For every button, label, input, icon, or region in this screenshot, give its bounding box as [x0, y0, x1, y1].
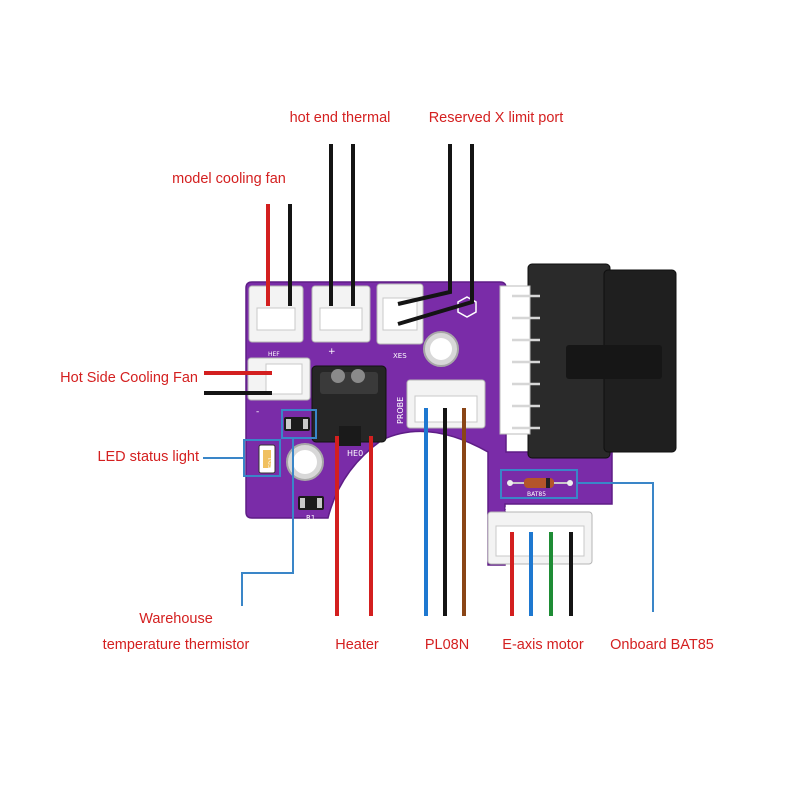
pin-label-agnd: AGND [504, 354, 519, 360]
label-reserved-x-limit-port: Reserved X limit port [428, 110, 564, 126]
pin-label-24v: 24V [507, 310, 517, 316]
bat85-callout [500, 469, 654, 612]
hot-side-fan-wires [204, 371, 272, 395]
bat85-diode [507, 478, 573, 488]
r1-component [298, 496, 324, 510]
thermistor-component [284, 417, 310, 431]
pin-label-s2a: S2A [543, 507, 553, 513]
silk-he0: HE0 [347, 449, 363, 458]
label-pl08n: PL08N [424, 637, 470, 653]
silk-minus: - [256, 407, 259, 417]
pin-label-th0: TH0 [506, 376, 517, 382]
silk-hef: HEF [268, 351, 280, 358]
mounting-hole-top [423, 331, 459, 367]
pin-label-gnd: GND [507, 398, 519, 404]
hotend-thermal-connector [311, 285, 371, 343]
label-model-cooling-fan: model cooling fan [172, 171, 286, 187]
silk-xes: XES [393, 352, 407, 360]
x-limit-wires [397, 144, 474, 326]
mounting-hole-bottom [286, 443, 324, 481]
label-onboard-bat85: Onboard BAT85 [610, 637, 714, 653]
hot-side-fan-connector [247, 357, 311, 401]
x-limit-connector [376, 283, 424, 345]
main-pin-labels: 24V PC7 AGND TH0 GND XES [504, 310, 519, 426]
e-motor-connector [487, 511, 593, 565]
led-callout [203, 439, 281, 477]
silk-probe: PROBE [396, 397, 405, 424]
label-led-status-light: LED status light [97, 449, 199, 465]
label-e-axis-motor: E-axis motor [502, 637, 584, 653]
label-heater: Heater [335, 637, 379, 653]
heater-wires [335, 436, 373, 616]
led1-component [258, 444, 276, 474]
model-fan-wires [266, 204, 292, 306]
silk-r1: R1 [306, 514, 315, 522]
pin-label-xes: XES [507, 420, 517, 426]
pin-label-pc7: PC7 [507, 332, 517, 338]
label-hot-end-thermal: hot end thermal [289, 110, 391, 126]
pin-label-s1a: S1A [524, 507, 534, 513]
label-hot-side-cooling-fan: Hot Side Cooling Fan [60, 370, 198, 386]
silk-bat85: BAT85 [527, 491, 546, 498]
pin-label-s2b: S2B [562, 507, 572, 513]
hexagon-logo [457, 296, 477, 318]
model-fan-connector [248, 285, 304, 343]
e-motor-wires [510, 532, 573, 616]
motor-pin-labels: S1B S1A S2A S2B [505, 507, 572, 513]
silk-plus: + [328, 347, 336, 357]
label-warehouse: Warehouse [139, 611, 213, 627]
pl08n-wires [424, 408, 466, 616]
thermistor-callout [241, 409, 317, 606]
hotend-thermal-wires [329, 144, 355, 306]
pin-label-s1b: S1B [505, 507, 515, 513]
silk-led1: LED1 [268, 456, 275, 472]
he0-connector [311, 365, 387, 446]
label-temperature-thermistor: temperature thermistor [102, 637, 250, 653]
main-connector [499, 263, 677, 459]
